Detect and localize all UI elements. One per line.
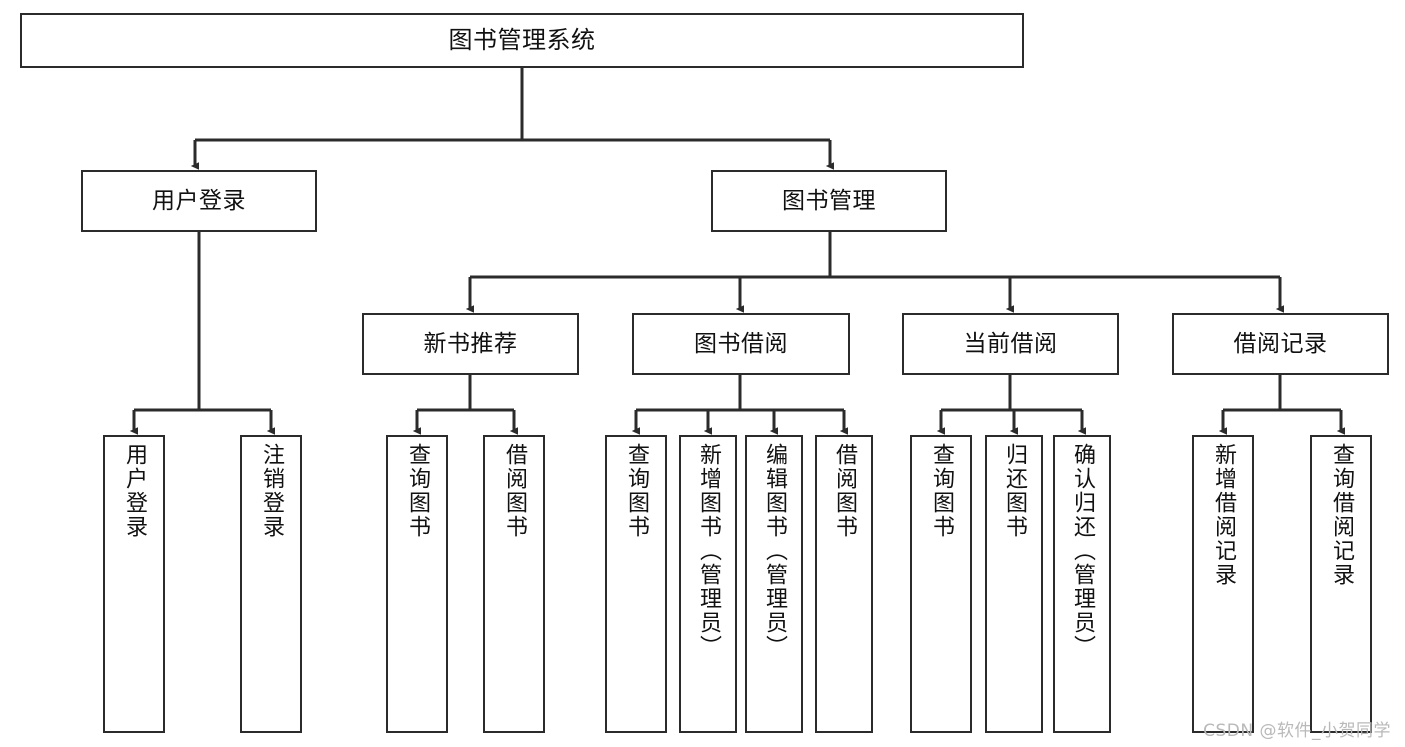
leaf-node[interactable]: 查询图书 <box>910 435 972 733</box>
node-root[interactable]: 图书管理系统 <box>20 13 1024 68</box>
leaf-node-label: 注销登录 <box>259 443 284 539</box>
node-user-login[interactable]: 用户登录 <box>81 170 317 232</box>
leaf-node[interactable]: 归还图书 <box>985 435 1043 733</box>
node-user-login-label: 用户登录 <box>152 187 246 214</box>
node-book-borrow[interactable]: 图书借阅 <box>632 313 850 375</box>
leaf-node[interactable]: 新增借阅记录 <box>1192 435 1254 733</box>
node-book-borrow-label: 图书借阅 <box>694 330 788 357</box>
leaf-node-label: 用户登录 <box>122 443 147 539</box>
leaf-node[interactable]: 新增图书（管理员） <box>679 435 737 733</box>
leaf-node[interactable]: 借阅图书 <box>815 435 873 733</box>
leaf-node[interactable]: 确认归还（管理员） <box>1053 435 1111 733</box>
node-new-book-recommend[interactable]: 新书推荐 <box>362 313 579 375</box>
leaf-node-label: 查询图书 <box>405 443 430 539</box>
leaf-node-label: 查询图书 <box>624 443 649 539</box>
leaf-node[interactable]: 查询图书 <box>605 435 667 733</box>
leaf-node[interactable]: 查询借阅记录 <box>1310 435 1372 733</box>
node-book-management[interactable]: 图书管理 <box>711 170 947 232</box>
leaf-node-label: 查询图书 <box>929 443 954 539</box>
node-root-label: 图书管理系统 <box>448 25 596 54</box>
leaf-node-label: 借阅图书 <box>502 443 527 539</box>
leaf-node-label: 新增借阅记录 <box>1211 443 1236 587</box>
leaf-node[interactable]: 借阅图书 <box>483 435 545 733</box>
node-borrow-record[interactable]: 借阅记录 <box>1172 313 1389 375</box>
node-current-borrow-label: 当前借阅 <box>963 330 1058 357</box>
leaf-node-label: 编辑图书（管理员） <box>762 443 787 659</box>
leaf-node[interactable]: 注销登录 <box>240 435 302 733</box>
leaf-node-label: 确认归还（管理员） <box>1070 443 1095 659</box>
node-new-book-recommend-label: 新书推荐 <box>423 330 518 357</box>
leaf-node[interactable]: 查询图书 <box>386 435 448 733</box>
leaf-node-label: 借阅图书 <box>832 443 857 539</box>
leaf-node[interactable]: 用户登录 <box>103 435 165 733</box>
leaf-node-label: 查询借阅记录 <box>1329 443 1354 587</box>
watermark: CSDN @软件_小贺同学 <box>1203 721 1391 741</box>
leaf-node-label: 新增图书（管理员） <box>696 443 721 659</box>
leaf-node-label: 归还图书 <box>1002 443 1027 539</box>
node-current-borrow[interactable]: 当前借阅 <box>902 313 1119 375</box>
leaf-node[interactable]: 编辑图书（管理员） <box>745 435 803 733</box>
node-borrow-record-label: 借阅记录 <box>1233 330 1328 357</box>
node-book-management-label: 图书管理 <box>782 187 876 214</box>
